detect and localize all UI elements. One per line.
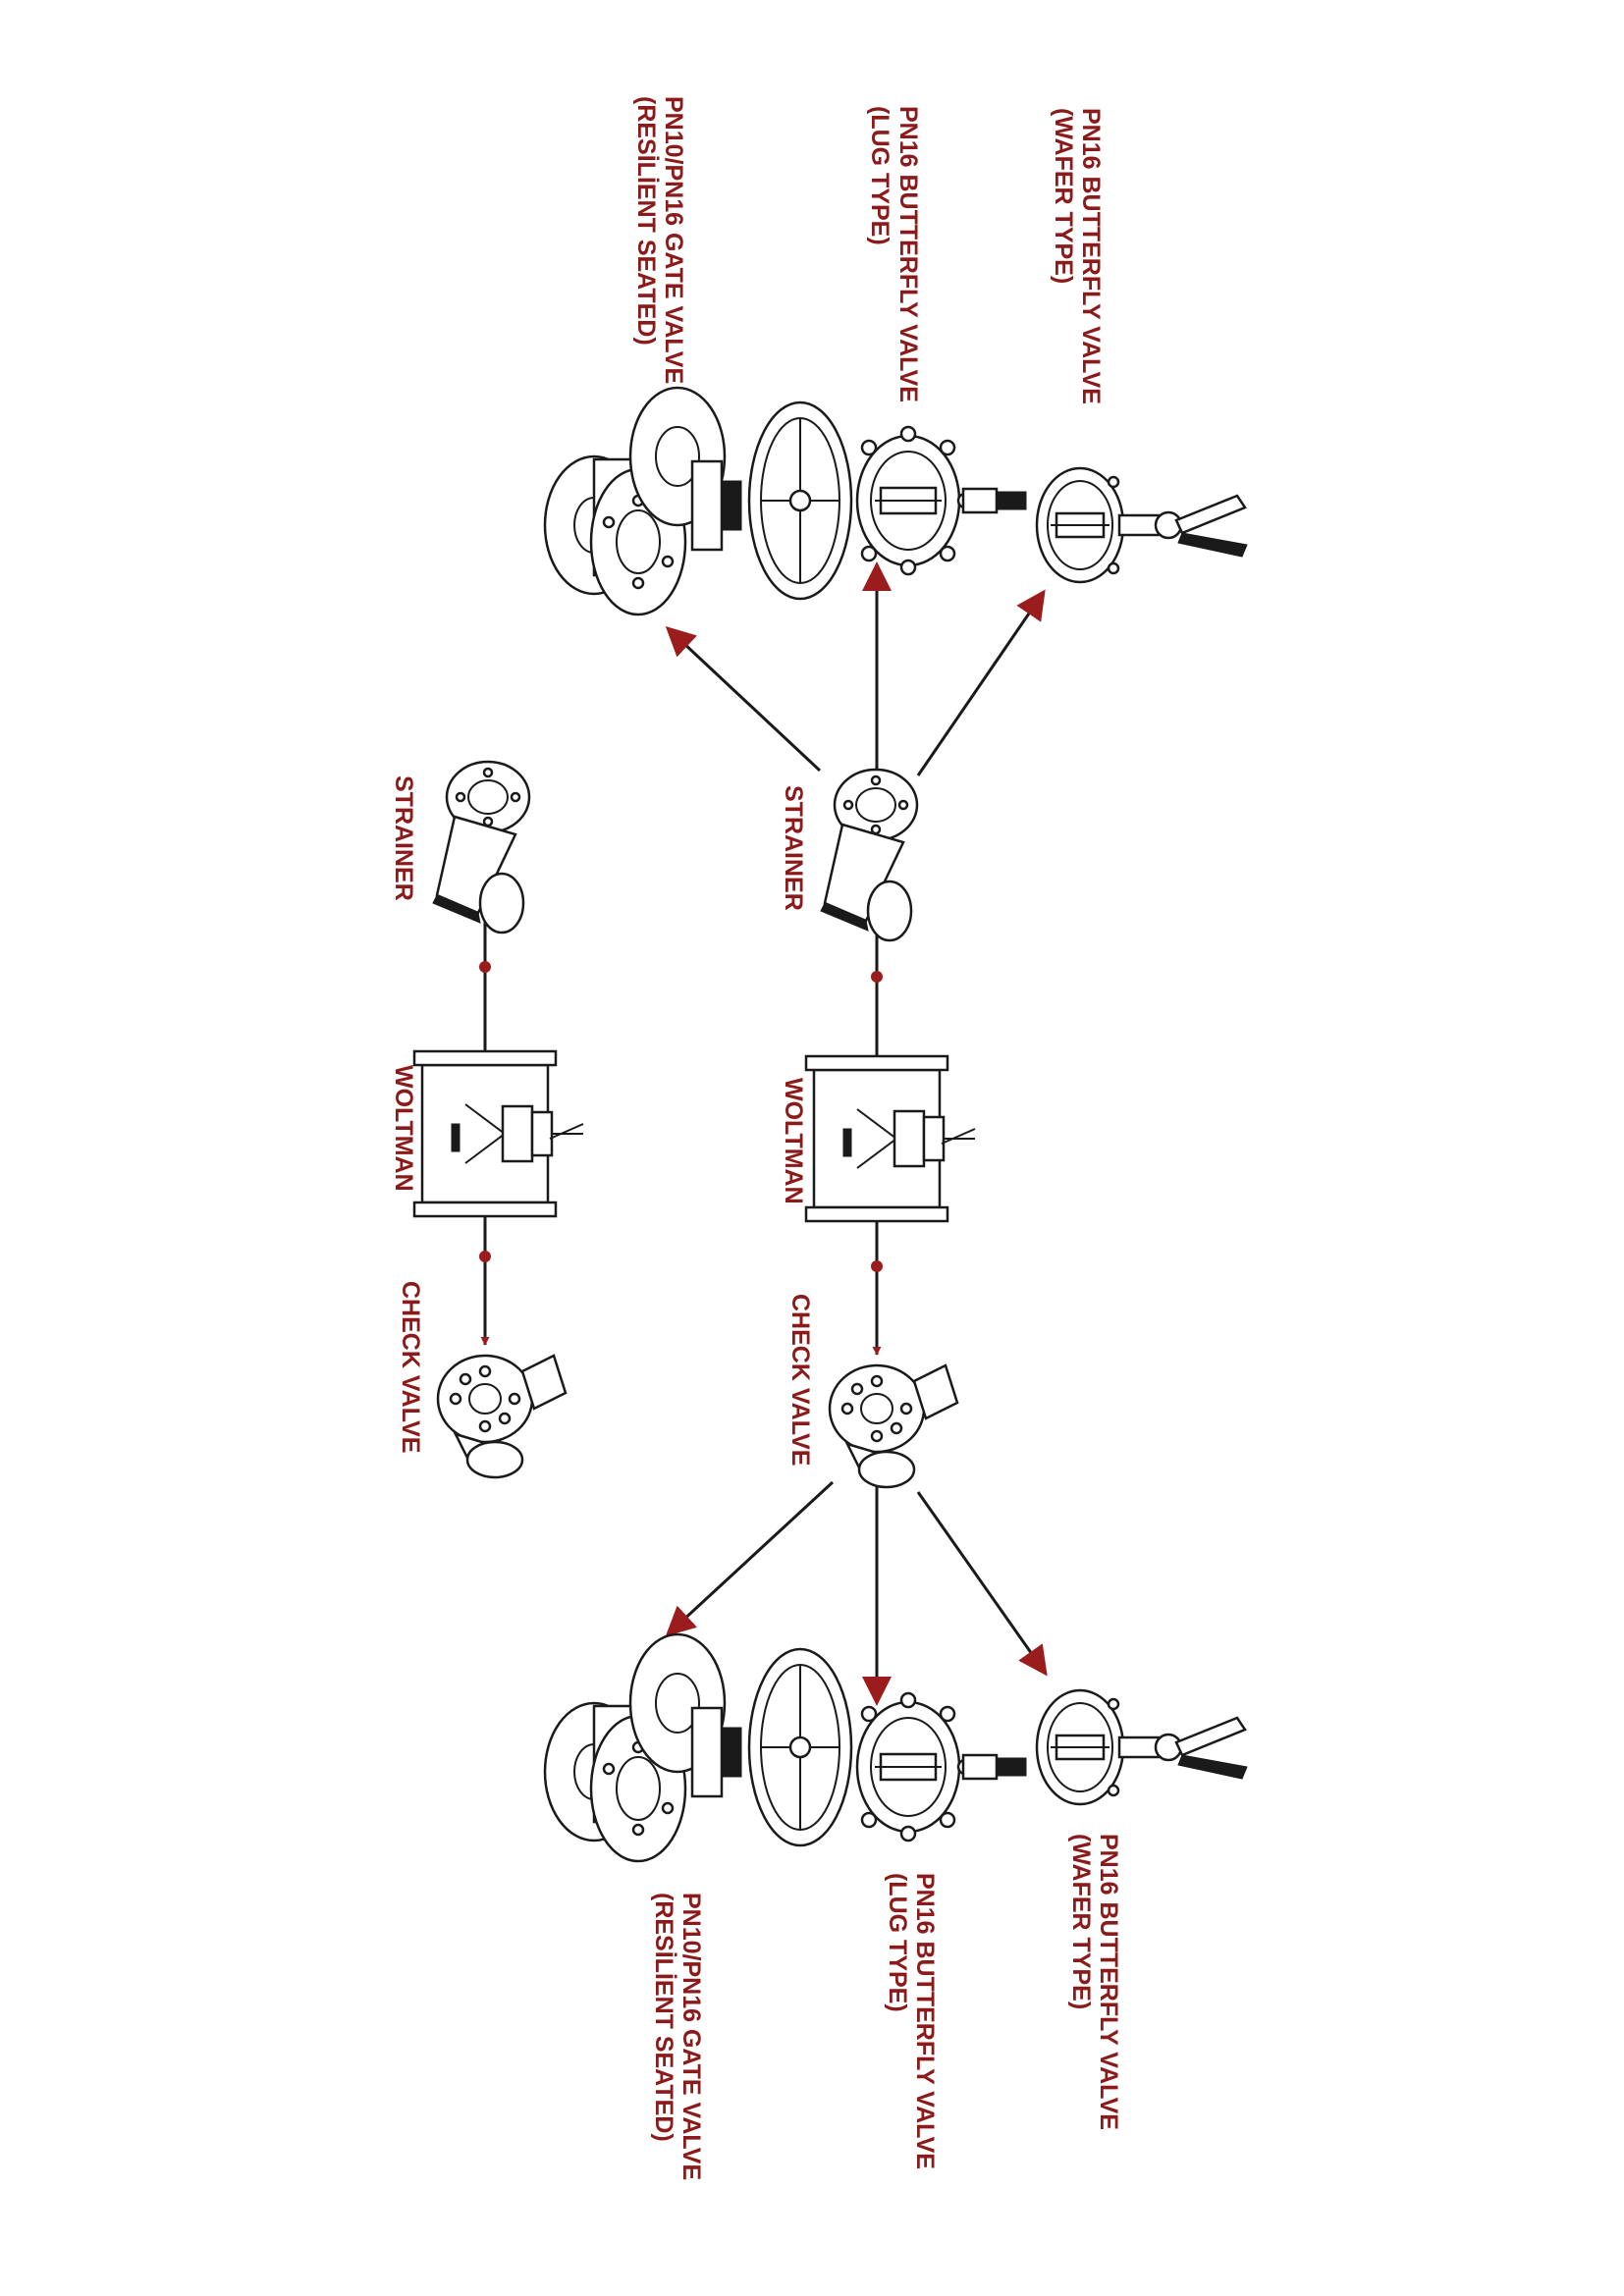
strainer-icon (819, 768, 919, 942)
label-top-gate-line2: (RESİLİENT SEATED) (632, 96, 660, 346)
label-top-wafer-line1: PN16 BUTTERFLY VALVE (1077, 108, 1105, 404)
label-bottom-lug-line2: (LUG TYPE) (884, 1873, 911, 2012)
woltman-meter-icon (412, 1049, 585, 1218)
label-top-gate-line1: PN10/PN16 GATE VALVE (660, 96, 687, 384)
butterfly-valve-wafer-icon (1035, 466, 1249, 584)
gate-valve-icon (543, 1632, 853, 1863)
label-top-wafer-line2: (WAFER TYPE) (1050, 108, 1077, 284)
flow-arrows (479, 561, 1048, 1706)
label-strainer-b: STRAINER (780, 785, 807, 911)
butterfly-valve-lug-icon (855, 425, 1028, 576)
label-strainer-a: STRAINER (390, 775, 417, 901)
woltman-meter-icon (804, 1054, 977, 1223)
label-top-lug-line1: PN16 BUTTERFLY VALVE (894, 106, 922, 402)
arrow-to-bottom-gate-valve (665, 1480, 835, 1637)
label-bottom-gate-line2: (RESİLİENT SEATED) (650, 1893, 677, 2142)
arrow-to-top-wafer-valve (916, 589, 1046, 776)
label-woltman-a: WOLTMAN (390, 1065, 417, 1192)
label-check-b: CHECK VALVE (786, 1294, 814, 1466)
strainer-icon (431, 760, 531, 934)
label-bottom-lug-line1: PN16 BUTTERFLY VALVE (911, 1873, 939, 2169)
gate-valve-icon (543, 386, 853, 616)
arrow-to-top-gate-valve (665, 625, 822, 773)
butterfly-valve-lug-icon (855, 1691, 1028, 1842)
butterfly-valve-wafer-icon (1035, 1688, 1249, 1806)
label-woltman-b: WOLTMAN (780, 1078, 807, 1204)
check-valve-icon (436, 1354, 568, 1479)
label-bottom-wafer-line2: (WAFER TYPE) (1067, 1834, 1095, 2009)
arrow-to-bottom-wafer-valve (916, 1491, 1048, 1677)
label-bottom-gate-line1: PN10/PN16 GATE VALVE (677, 1893, 705, 2180)
check-valve-icon (828, 1363, 959, 1489)
label-check-a: CHECK VALVE (397, 1281, 424, 1453)
label-top-lug-line2: (LUG TYPE) (866, 106, 893, 245)
label-bottom-wafer-line1: PN16 BUTTERFLY VALVE (1095, 1834, 1122, 2130)
